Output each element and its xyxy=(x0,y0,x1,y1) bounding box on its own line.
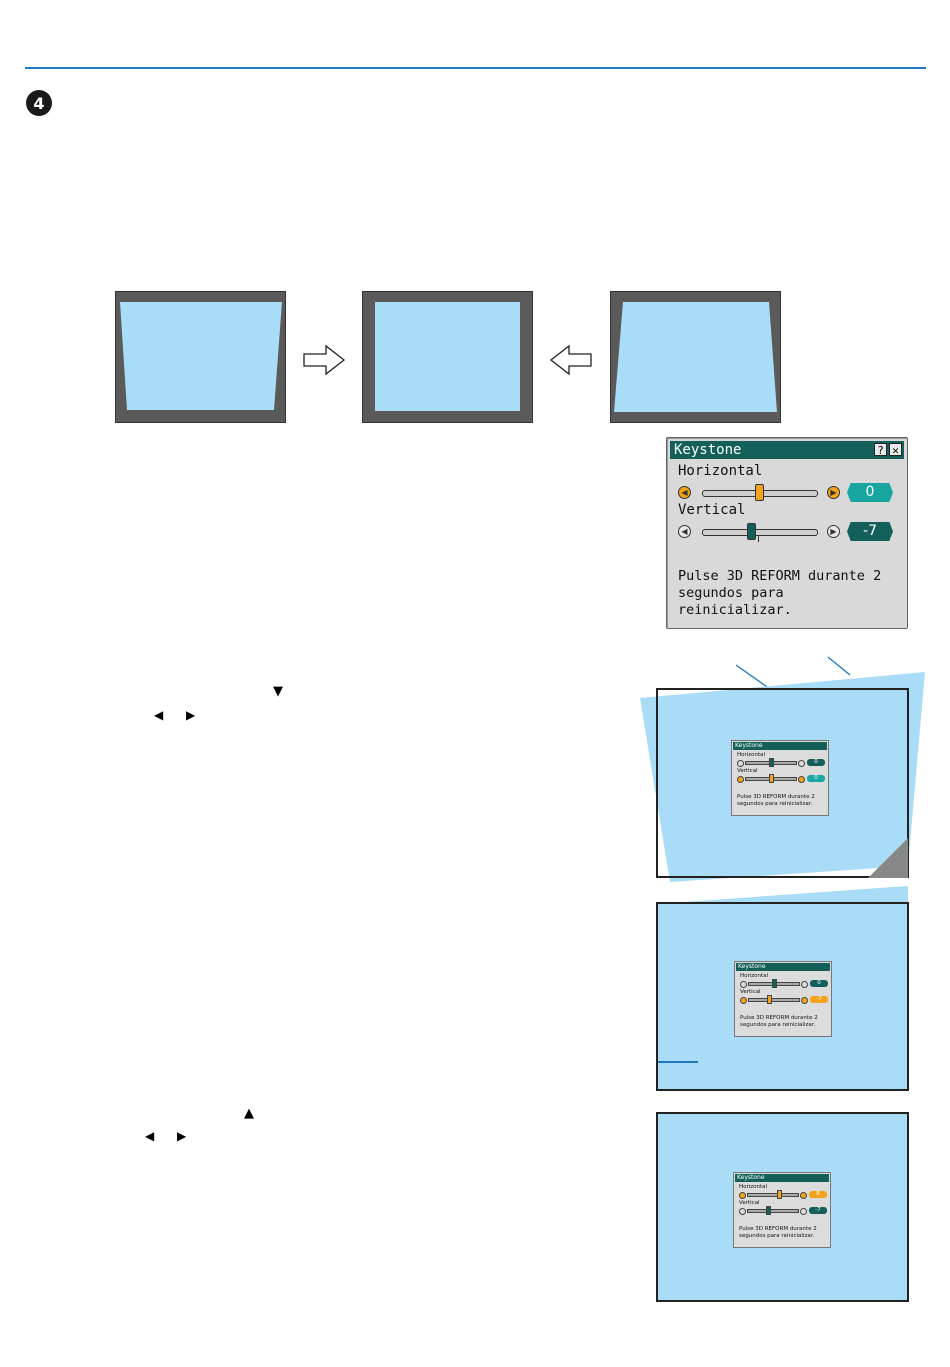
mini-h-label-2: Horizontal xyxy=(740,973,769,979)
vertical-increase-button[interactable]: ▶ xyxy=(827,525,840,538)
mini-v-value-2: -7 xyxy=(810,996,828,1003)
screen-frame-1 xyxy=(656,688,909,878)
mini-msg1-3: Pulse 3D REFORM durante 2 xyxy=(739,1226,817,1232)
mini-track xyxy=(747,1193,799,1197)
keystone-message-line2: segundos para reinicializar. xyxy=(678,585,792,618)
horizontal-increase-button[interactable]: ▶ xyxy=(827,486,840,499)
mini-msg1-2: Pulse 3D REFORM durante 2 xyxy=(740,1015,818,1021)
mini-knob xyxy=(766,1206,771,1215)
up-arrow-icon: ▲ xyxy=(244,1106,254,1121)
mini-v-value-3: -7 xyxy=(809,1207,827,1214)
mini-knob xyxy=(769,774,774,783)
vertical-value: -7 xyxy=(847,522,893,541)
mini-v-label-2: Vertical xyxy=(740,989,761,995)
horizontal-decrease-button[interactable]: ◀ xyxy=(678,486,691,499)
trapezoid-image-left xyxy=(120,302,282,410)
mini-msg2-3: segundos para reinicializar. xyxy=(739,1233,815,1239)
screen-corrected xyxy=(362,291,533,423)
mini-h-value-1: 0 xyxy=(807,759,825,766)
trapezoid-image-right xyxy=(614,302,777,412)
mini-title-2: Keystone xyxy=(736,963,830,971)
mini-btn xyxy=(800,1192,807,1199)
mini-btn xyxy=(737,760,744,767)
step-number-badge: 4 xyxy=(26,90,52,116)
left-arrow-icon xyxy=(549,344,593,376)
mini-btn xyxy=(737,776,744,783)
question-icon[interactable]: ? xyxy=(874,443,887,457)
right-arrow-icon xyxy=(302,344,346,376)
top-rule xyxy=(25,67,926,69)
close-icon[interactable]: ✕ xyxy=(889,443,902,457)
mini-v-label-3: Vertical xyxy=(739,1200,760,1206)
mini-v-value-1: 0 xyxy=(807,775,825,782)
mini-btn xyxy=(739,1192,746,1199)
mini-knob xyxy=(769,758,774,767)
mini-msg1-1: Pulse 3D REFORM durante 2 xyxy=(737,794,815,800)
callout-lines xyxy=(735,656,851,690)
mini-keystone-dialog-3: Keystone Horizontal 8 Vertical -7 Pulse … xyxy=(733,1172,831,1248)
mini-h-label-1: Horizontal xyxy=(737,752,766,758)
mini-knob xyxy=(777,1190,782,1199)
mini-btn xyxy=(740,981,747,988)
down-arrow-icon: ▼ xyxy=(273,684,283,699)
horizontal-value: 0 xyxy=(847,483,893,502)
left-arrow-button-icon: ◀ xyxy=(154,708,164,722)
mini-title-3: Keystone xyxy=(735,1174,829,1182)
left-arrow-button-icon-2: ◀ xyxy=(145,1129,155,1143)
mini-h-value-3: 8 xyxy=(809,1191,827,1198)
keystone-message: Pulse 3D REFORM durante 2 segundos para … xyxy=(678,568,898,619)
vertical-label: Vertical xyxy=(678,502,746,518)
screen-before-left xyxy=(115,291,286,423)
mini-keystone-dialog-1: Keystone Horizontal 0 Vertical 0 Pulse 3… xyxy=(731,740,829,816)
mini-title-1: Keystone xyxy=(733,742,827,750)
mini-v-label-1: Vertical xyxy=(737,768,758,774)
mini-msg2-2: segundos para reinicializar. xyxy=(740,1022,816,1028)
vertical-decrease-button[interactable]: ◀ xyxy=(678,525,691,538)
mini-btn xyxy=(739,1208,746,1215)
vertical-slider-track[interactable] xyxy=(702,529,818,536)
mini-btn xyxy=(801,997,808,1004)
screen-before-right xyxy=(610,291,781,423)
mini-knob xyxy=(767,995,772,1004)
rectangle-image-corrected xyxy=(375,302,520,411)
keystone-titlebar: Keystone ? ✕ xyxy=(670,441,904,459)
horizontal-label: Horizontal xyxy=(678,463,763,479)
mini-btn xyxy=(740,997,747,1004)
mini-keystone-dialog-2: Keystone Horizontal 0 Vertical -7 Pulse … xyxy=(734,961,832,1037)
mini-msg2-1: segundos para reinicializar. xyxy=(737,801,813,807)
mini-knob xyxy=(772,979,777,988)
horizontal-slider-thumb[interactable] xyxy=(754,484,764,501)
right-arrow-button-icon-2: ▶ xyxy=(177,1129,187,1143)
keystone-message-line1: Pulse 3D REFORM durante 2 xyxy=(678,568,882,584)
grey-corner-1 xyxy=(868,838,908,878)
mini-btn xyxy=(800,1208,807,1215)
screen-frame-2 xyxy=(656,902,909,1091)
mini-h-value-2: 0 xyxy=(810,980,828,987)
vertical-center-tick xyxy=(758,536,759,542)
keystone-dialog: Keystone ? ✕ Horizontal ◀ ▶ 0 Vertical ◀… xyxy=(666,437,908,629)
mini-h-label-3: Horizontal xyxy=(739,1184,768,1190)
keystone-title: Keystone xyxy=(674,442,742,458)
vertical-slider-thumb[interactable] xyxy=(746,523,756,540)
right-arrow-button-icon: ▶ xyxy=(186,708,196,722)
mini-btn xyxy=(801,981,808,988)
blue-marker-line xyxy=(658,1061,698,1063)
mini-track xyxy=(748,998,800,1002)
mini-btn xyxy=(798,760,805,767)
mini-btn xyxy=(798,776,805,783)
mini-track xyxy=(747,1209,799,1213)
